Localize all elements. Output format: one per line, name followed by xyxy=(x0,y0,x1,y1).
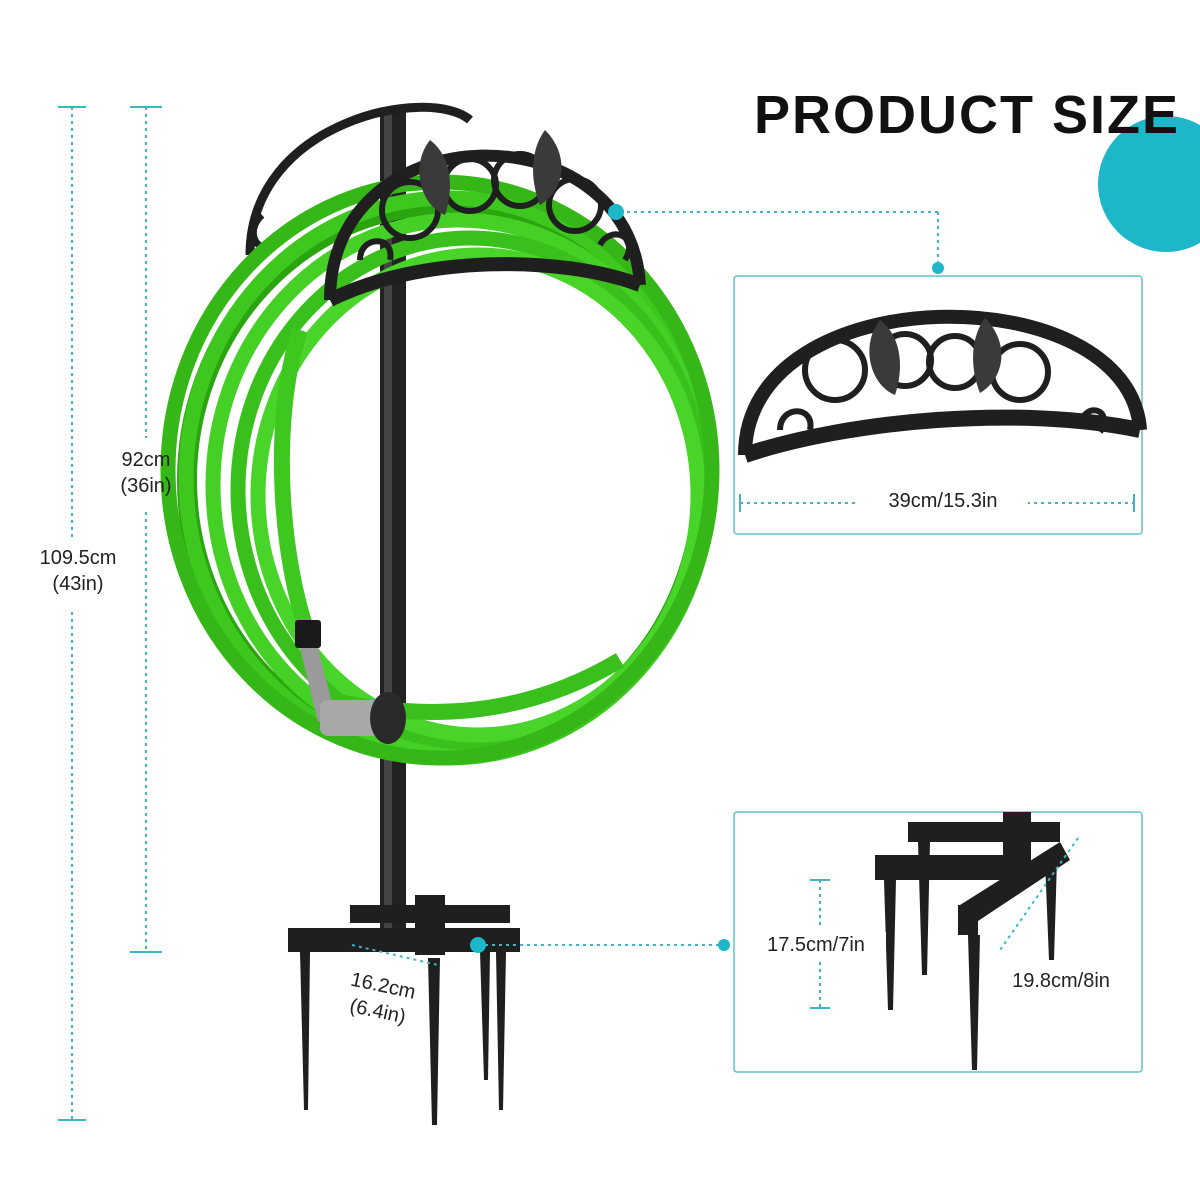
front-hanger xyxy=(324,149,646,307)
stand-base xyxy=(288,895,520,1125)
base-detail-art xyxy=(875,812,1070,1070)
spike-height-label: 17.5cm/7in xyxy=(746,932,886,958)
total-height-label: 109.5cm (43in) xyxy=(8,545,148,597)
base-depth-label: 19.8cm/8in xyxy=(996,968,1126,994)
total-height-metric: 109.5cm xyxy=(39,547,117,569)
back-hanger xyxy=(245,102,473,256)
total-height-imperial: (43in) xyxy=(52,573,104,595)
hanger-height-metric: 92cm xyxy=(121,449,171,471)
hanger-height-label: 92cm (36in) xyxy=(86,447,206,499)
hanger-width-label: 39cm/15.3in xyxy=(858,488,1028,514)
hanger-connector xyxy=(620,211,939,262)
hanger-height-imperial: (36in) xyxy=(120,475,172,497)
page-title: PRODUCT SIZE xyxy=(753,85,1180,145)
spray-nozzle xyxy=(295,620,406,744)
accent-circle xyxy=(1098,116,1200,252)
